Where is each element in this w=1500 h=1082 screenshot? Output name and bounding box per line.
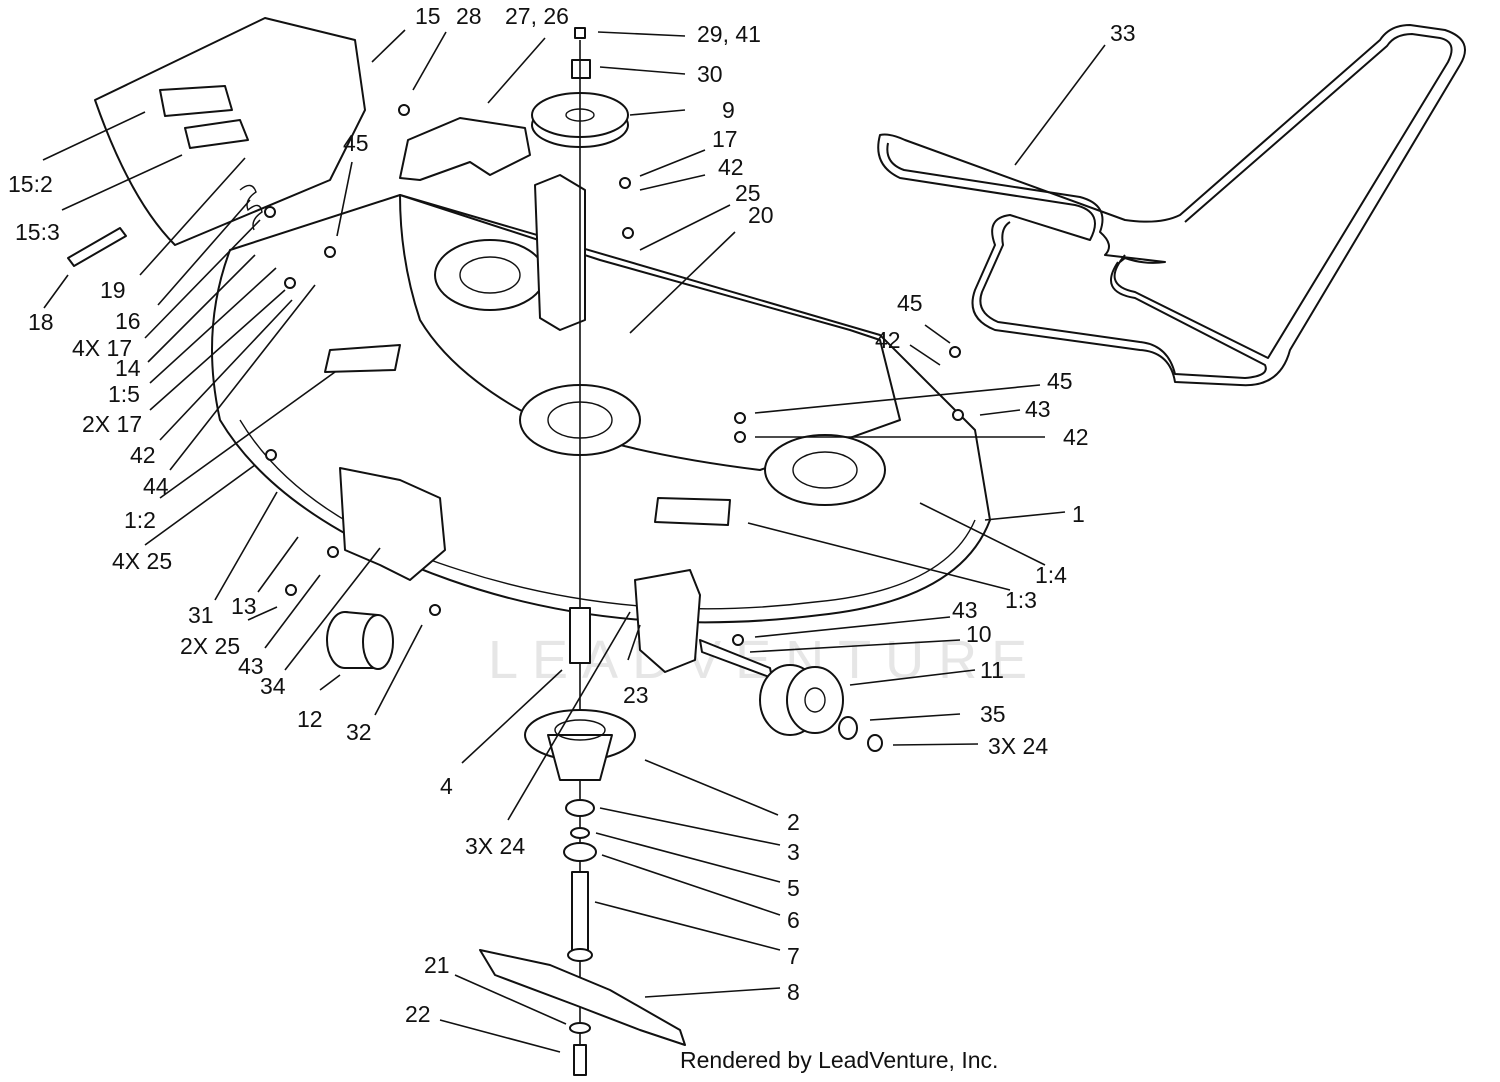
discharge-chute: [94, 17, 366, 246]
callout-3x24b: 3X 24: [465, 833, 525, 859]
callout-19: 19: [100, 277, 126, 303]
callout-13: 13: [231, 593, 257, 619]
blade-bolt: [573, 1044, 587, 1076]
callout-1-5: 1:5: [108, 381, 140, 407]
callout-18: 18: [28, 309, 54, 335]
callout-15: 15: [415, 3, 441, 29]
callout-4: 4: [440, 773, 453, 799]
pivot-rod: [67, 227, 127, 267]
callout-43c: 43: [952, 597, 978, 623]
callout-30: 30: [697, 61, 723, 87]
callout-3x24a: 3X 24: [988, 733, 1048, 759]
hardware-bolts: [264, 104, 964, 646]
callout-10: 10: [966, 621, 992, 647]
callout-3: 3: [787, 839, 800, 865]
spindle-spacer: [569, 607, 591, 664]
callout-4x17: 4X 17: [72, 335, 132, 361]
callout-2x25: 2X 25: [180, 633, 240, 659]
callout-32: 32: [346, 719, 372, 745]
callout-42b: 42: [130, 442, 156, 468]
callout-2x17: 2X 17: [82, 411, 142, 437]
callout-42: 42: [718, 154, 744, 180]
callout-6: 6: [787, 907, 800, 933]
callout-1: 1: [1072, 501, 1085, 527]
spindle-shaft: [571, 871, 589, 958]
callout-27-26: 27, 26: [505, 3, 569, 29]
render-credit: Rendered by LeadVenture, Inc.: [680, 1047, 998, 1073]
idler-bracket: [399, 117, 531, 181]
callout-21: 21: [424, 952, 450, 978]
callout-42c: 42: [875, 327, 901, 353]
callout-33: 33: [1110, 20, 1136, 46]
callout-20: 20: [748, 202, 774, 228]
callout-25: 25: [735, 180, 761, 206]
callout-14: 14: [115, 355, 141, 381]
drive-belt: [877, 24, 1466, 387]
callout-8: 8: [787, 979, 800, 1005]
callout-44: 44: [143, 473, 169, 499]
blade-washer: [569, 1022, 591, 1034]
mower-deck: [211, 194, 991, 624]
callout-1-2: 1:2: [124, 507, 156, 533]
callout-28: 28: [456, 3, 482, 29]
callout-4x25: 4X 25: [112, 548, 172, 574]
callout-34: 34: [260, 673, 286, 699]
torsion-spring: [239, 184, 263, 231]
callout-23: 23: [623, 682, 649, 708]
seal: [563, 842, 597, 862]
callout-15-3: 15:3: [15, 219, 60, 245]
washer: [570, 827, 590, 839]
callout-15-2: 15:2: [8, 171, 53, 197]
callout-45b: 45: [897, 290, 923, 316]
callout-29-41: 29, 41: [697, 21, 761, 47]
bearing: [565, 799, 595, 817]
callout-9: 9: [722, 97, 735, 123]
callout-11: 11: [980, 657, 1004, 683]
gauge-wheel-right: [699, 639, 883, 752]
callout-43b: 43: [1025, 396, 1051, 422]
callout-labels: 15 28 27, 26 29, 41 30 9 17 42 25 20 33 …: [8, 3, 1136, 1027]
wheel-bracket-left: [339, 467, 446, 581]
callout-31: 31: [188, 602, 214, 628]
wheel-bracket-right: [634, 569, 701, 673]
callout-1-3: 1:3: [1005, 587, 1037, 613]
callout-5: 5: [787, 875, 800, 901]
callout-12: 12: [297, 706, 323, 732]
callout-7: 7: [787, 943, 800, 969]
callout-45c: 45: [1047, 368, 1073, 394]
callout-43a: 43: [238, 653, 264, 679]
callout-17: 17: [712, 126, 738, 152]
bolt-head: [574, 27, 586, 39]
mower-blade: [479, 949, 686, 1046]
idler-arm: [534, 174, 586, 331]
callout-35: 35: [980, 701, 1006, 727]
callout-22: 22: [405, 1001, 431, 1027]
callout-1-4: 1:4: [1035, 562, 1067, 588]
callout-42d: 42: [1063, 424, 1089, 450]
callout-2: 2: [787, 809, 800, 835]
leader-lines: [42, 29, 1106, 1053]
shaft-collar: [567, 948, 593, 962]
gauge-wheel-left: [326, 611, 394, 670]
spindle-housing: [524, 709, 636, 781]
callout-45: 45: [343, 130, 369, 156]
callout-16: 16: [115, 308, 141, 334]
nut: [571, 59, 591, 79]
